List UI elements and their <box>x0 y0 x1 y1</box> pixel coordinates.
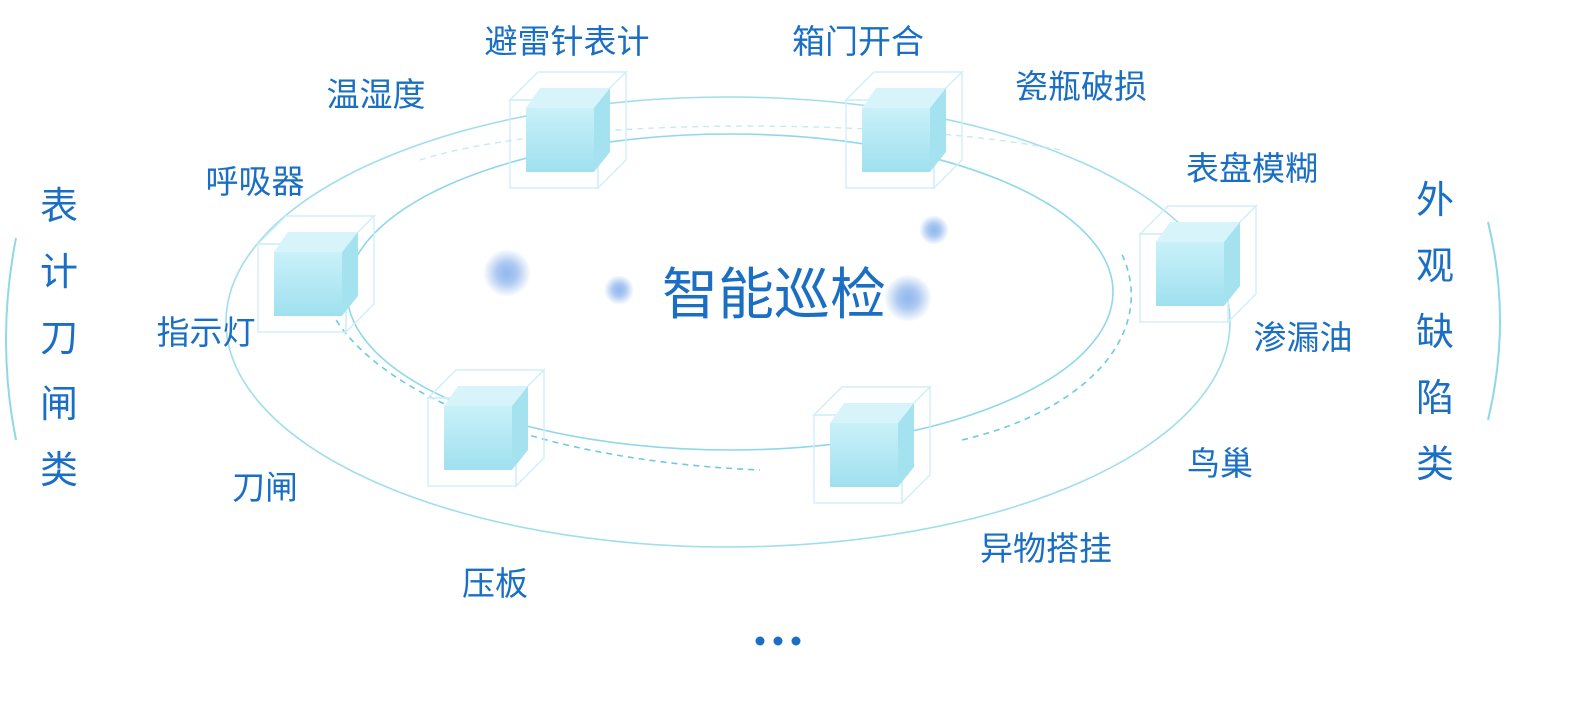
glow-dot <box>884 274 932 322</box>
center-title: 智能巡检 <box>662 263 886 328</box>
cube-icon <box>1138 204 1258 324</box>
right-group-char: 观 <box>1415 244 1454 288</box>
cube-icon <box>508 70 628 190</box>
left-group-char: 计 <box>39 250 78 294</box>
label-indicator-light: 指示灯 <box>156 313 256 352</box>
left-group-char: 闸 <box>39 382 78 426</box>
label-breather: 呼吸器 <box>205 162 305 201</box>
label-foreign-object: 异物搭挂 <box>980 529 1112 568</box>
label-temp-humidity: 温湿度 <box>326 75 426 114</box>
dashed-arc-right <box>961 249 1132 441</box>
label-cabinet-door: 箱门开合 <box>792 22 924 61</box>
outer-orbit-ring <box>225 96 1231 548</box>
label-pressure-plate: 压板 <box>462 564 528 603</box>
left-group-label: 表 计 刀 闸 类 <box>35 173 83 503</box>
label-oil-leak: 渗漏油 <box>1253 318 1353 357</box>
label-insulator-damage: 瓷瓶破损 <box>1015 67 1147 106</box>
right-group-char: 缺 <box>1415 310 1454 354</box>
label-dial-blur: 表盘模糊 <box>1186 149 1318 188</box>
label-bird-nest: 鸟巢 <box>1187 444 1253 483</box>
left-bracket-arc <box>5 237 17 441</box>
left-group-char: 表 <box>39 184 78 228</box>
glow-dot <box>604 275 634 305</box>
label-disconnector: 刀闸 <box>232 468 298 507</box>
right-bracket-arc <box>1487 221 1501 421</box>
glow-dot <box>483 249 531 297</box>
cube-icon <box>256 214 376 334</box>
dot <box>773 636 783 646</box>
cube-icon <box>844 70 964 190</box>
label-lightning-meter: 避雷针表计 <box>484 22 650 61</box>
cube-icon <box>426 368 546 488</box>
right-group-char: 陷 <box>1415 376 1454 420</box>
more-indicator <box>755 636 801 646</box>
dot <box>791 636 801 646</box>
right-group-char: 类 <box>1415 442 1454 486</box>
right-group-label: 外 观 缺 陷 类 <box>1411 167 1459 497</box>
right-group-char: 外 <box>1415 178 1454 222</box>
glow-dot <box>919 215 949 245</box>
left-group-char: 类 <box>39 448 78 492</box>
left-group-char: 刀 <box>39 316 78 360</box>
dot <box>755 636 765 646</box>
dashed-arc-top <box>419 125 1061 161</box>
cube-icon <box>812 385 932 505</box>
